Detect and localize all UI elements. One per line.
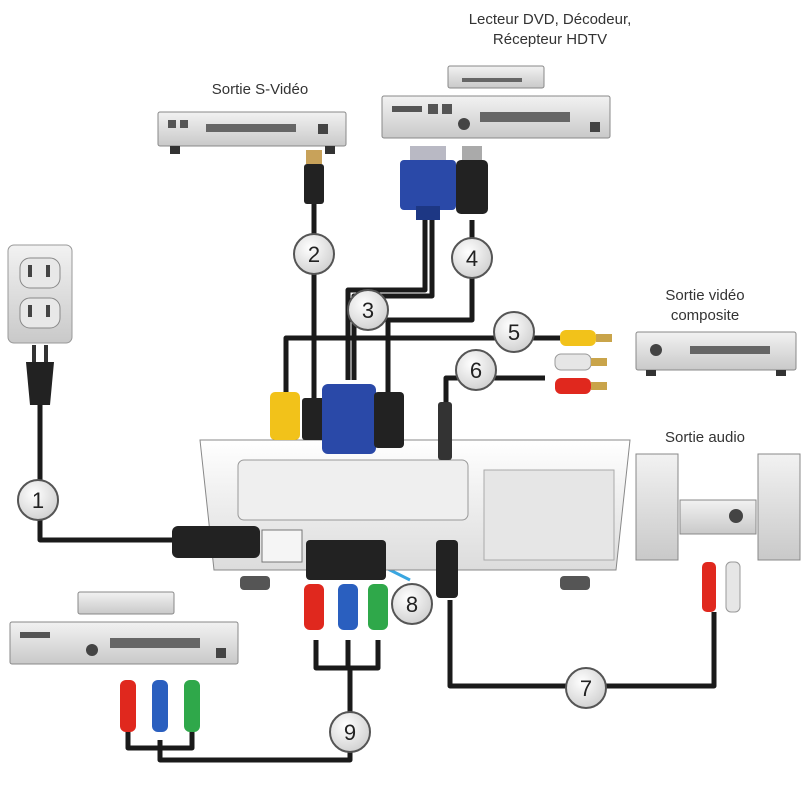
- audio-out-label: Sortie audio: [664, 429, 746, 446]
- callout-9: 9: [329, 711, 371, 753]
- composite-cable: [283, 335, 560, 395]
- callout-3: 3: [347, 289, 389, 331]
- svideo-plug: [304, 150, 324, 204]
- dvd-receiver-icon: [381, 65, 611, 139]
- projector-icon: [199, 439, 631, 590]
- projector-plugs: [172, 384, 458, 598]
- svideo-out-label: Sortie S-Vidéo: [211, 81, 309, 98]
- callout-7: 7: [565, 667, 607, 709]
- composite-out-label: Sortie vidéo composite: [620, 286, 790, 326]
- callout-2: 2: [293, 233, 335, 275]
- power-outlet-icon: [7, 244, 73, 344]
- audio-in-cable: [443, 375, 545, 410]
- callout-8-text: 8: [406, 592, 418, 617]
- callout-9-text: 9: [344, 720, 356, 745]
- callout-8: 8: [391, 583, 433, 625]
- callout-5-text: 5: [508, 320, 520, 345]
- callout-3-text: 3: [362, 298, 374, 323]
- callout-6-text: 6: [470, 358, 482, 383]
- composite-out-label-line2: composite: [670, 307, 740, 324]
- composite-player-icon: [635, 331, 797, 376]
- composite-rca-plugs: [554, 330, 612, 394]
- svideo-player-icon: [157, 111, 347, 154]
- vga-cable: [345, 220, 428, 380]
- audio-system-icon: [635, 453, 801, 561]
- power-cable: [37, 380, 180, 543]
- hdmi-plug: [456, 146, 488, 214]
- component-player-icon: [9, 591, 239, 665]
- component-adapter: [304, 540, 388, 630]
- dvd-decoder-label-line1: Lecteur DVD, Décodeur,: [468, 11, 632, 28]
- callout-1: 1: [17, 479, 59, 521]
- dvd-decoder-label-line2: Récepteur HDTV: [492, 31, 608, 48]
- power-plug-icon: [26, 345, 54, 405]
- callout-5: 5: [493, 311, 535, 353]
- callout-6: 6: [455, 349, 497, 391]
- dvd-decoder-label: Lecteur DVD, Décodeur, Récepteur HDTV: [400, 10, 700, 50]
- component-rca-plugs: [120, 680, 200, 732]
- callout-2-text: 2: [308, 242, 320, 267]
- composite-out-label-line1: Sortie vidéo: [665, 287, 745, 304]
- callout-1-text: 1: [32, 488, 44, 513]
- audio-out-rca-plugs: [702, 561, 741, 613]
- callout-7-text: 7: [580, 676, 592, 701]
- vga-plug: [400, 146, 456, 220]
- callout-4-text: 4: [466, 246, 478, 271]
- callout-4: 4: [451, 237, 493, 279]
